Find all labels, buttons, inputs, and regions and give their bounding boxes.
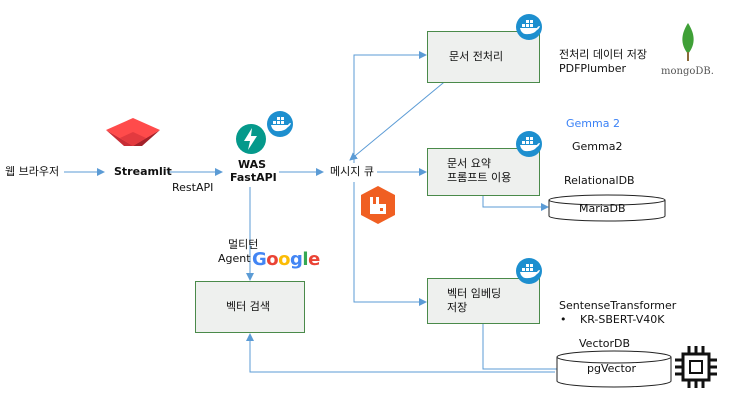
- summary-label-2: 프롬프트 이용: [447, 171, 512, 184]
- gemma-logo-label: Gemma 2: [566, 117, 620, 130]
- embedding-label-1: 벡터 임베딩: [447, 287, 502, 300]
- docker-icon: [267, 111, 293, 137]
- arrow-preprocess-to-mq: [349, 68, 461, 161]
- rabbitmq-icon: [361, 186, 395, 224]
- was-label: WAS: [238, 158, 267, 171]
- arrow-mq-to-preprocess: [353, 51, 427, 163]
- arrow-mq-to-embedding: [353, 182, 427, 306]
- pgvector-label: pgVector: [587, 362, 637, 375]
- database-cylinder-icon: [556, 350, 672, 388]
- mongodb-label: mongoDB.: [661, 66, 714, 77]
- relational-db-label: RelationalDB: [564, 174, 635, 187]
- vector-db-label: VectorDB: [579, 337, 631, 350]
- browser-label: 웹 브라우저: [5, 165, 60, 178]
- sentence-transformer-label: SentenseTransformer: [559, 299, 677, 312]
- preprocess-box: 문서 전처리: [427, 31, 540, 83]
- agent-label: Agent: [218, 252, 251, 265]
- fastapi-label: FastAPI: [230, 171, 277, 184]
- embedding-box: 벡터 임베딩 저장: [427, 278, 540, 324]
- gemma-label: Gemma2: [572, 140, 623, 153]
- arrow-pgvector-to-vector-search: [246, 333, 555, 373]
- restapi-label: RestAPI: [172, 181, 214, 194]
- summary-label-1: 문서 요약: [447, 157, 491, 170]
- vector-search-label: 벡터 검색: [226, 300, 270, 313]
- summary-box: 문서 요약 프롬프트 이용: [427, 148, 540, 196]
- kr-sbert-bullet: •: [560, 313, 567, 326]
- cpu-chip-icon: [675, 346, 717, 388]
- docker-icon: [516, 131, 542, 157]
- preprocess-desc-2: PDFPlumber: [559, 62, 627, 75]
- mq-label: 메시지 큐: [330, 165, 374, 178]
- google-logo: Google: [252, 249, 320, 270]
- mongodb-leaf-icon: [682, 23, 694, 61]
- multi-turn-label: 멀티턴: [228, 238, 259, 251]
- vector-search-box: 벡터 검색: [195, 281, 305, 333]
- mariadb-label: MariaDB: [579, 202, 626, 215]
- arrow-embedding-to-pgvector: [482, 324, 586, 373]
- preprocess-label: 문서 전처리: [449, 50, 504, 63]
- kr-sbert-label: KR-SBERT-V40K: [580, 313, 665, 326]
- embedding-label-2: 저장: [447, 301, 468, 314]
- fastapi-logo-icon: [236, 124, 266, 154]
- preprocess-desc-1: 전처리 데이터 저장: [559, 48, 647, 61]
- streamlit-label: Streamlit: [114, 165, 172, 178]
- docker-icon: [516, 258, 542, 284]
- docker-icon: [516, 14, 542, 40]
- database-cylinder-icon: [548, 194, 666, 222]
- streamlit-logo-icon: [106, 118, 160, 146]
